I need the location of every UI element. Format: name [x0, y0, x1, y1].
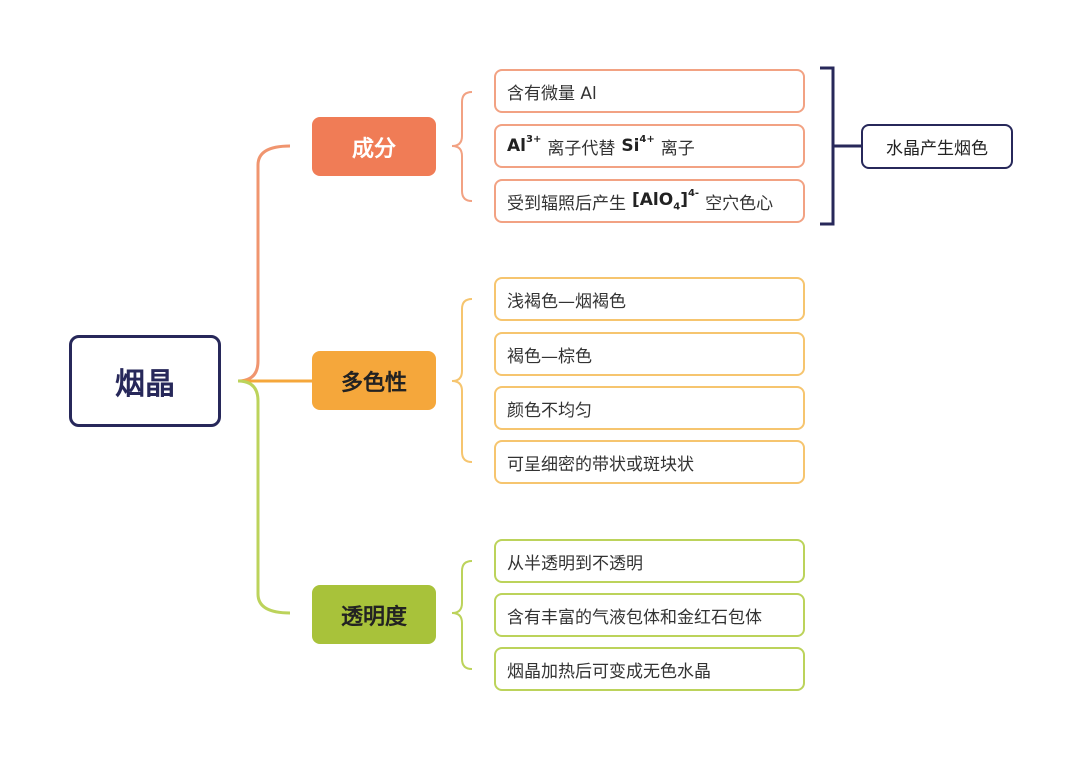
branch-pleochroism: 多色性 [312, 351, 436, 410]
leaf-ion-substitution: Al3+ 离子代替 Si4+ 离子 [494, 124, 805, 168]
connector-root-composition [237, 144, 291, 383]
brace-composition [451, 91, 473, 202]
ion-text: 离子 [660, 138, 695, 159]
substitution-text: 离子代替 [547, 138, 616, 159]
leaf-light-brown: 浅褐色—烟褐色 [494, 277, 805, 321]
brace-pleochroism [451, 298, 473, 463]
brace-transparency [451, 560, 473, 670]
connector-root-transparency [237, 379, 291, 615]
hole-center-text: 空穴色心 [705, 193, 774, 214]
aluminum-ion: Al3+ [507, 134, 542, 156]
leaf-uneven-color: 颜色不均匀 [494, 386, 805, 430]
leaf-heat-treatment: 烟晶加热后可变成无色水晶 [494, 647, 805, 691]
leaf-color-center: 受到辐照后产生 [AlO4]4- 空穴色心 [494, 179, 805, 223]
leaf-translucency: 从半透明到不透明 [494, 539, 805, 583]
leaf-inclusions: 含有丰富的气液包体和金红石包体 [494, 593, 805, 637]
leaf-brown: 褐色—棕色 [494, 332, 805, 376]
branch-transparency: 透明度 [312, 585, 436, 644]
silicon-ion: Si4+ [621, 134, 655, 156]
bracket-summary [820, 66, 835, 226]
branch-composition: 成分 [312, 117, 436, 176]
aluminate-formula: [AlO4]4- [632, 188, 700, 213]
leaf-trace-aluminum: 含有微量 Al [494, 69, 805, 113]
root-node: 烟晶 [69, 335, 221, 427]
leaf-banding: 可呈细密的带状或斑块状 [494, 440, 805, 484]
summary-smoky-color: 水晶产生烟色 [861, 124, 1013, 169]
irradiation-text: 受到辐照后产生 [507, 193, 626, 214]
